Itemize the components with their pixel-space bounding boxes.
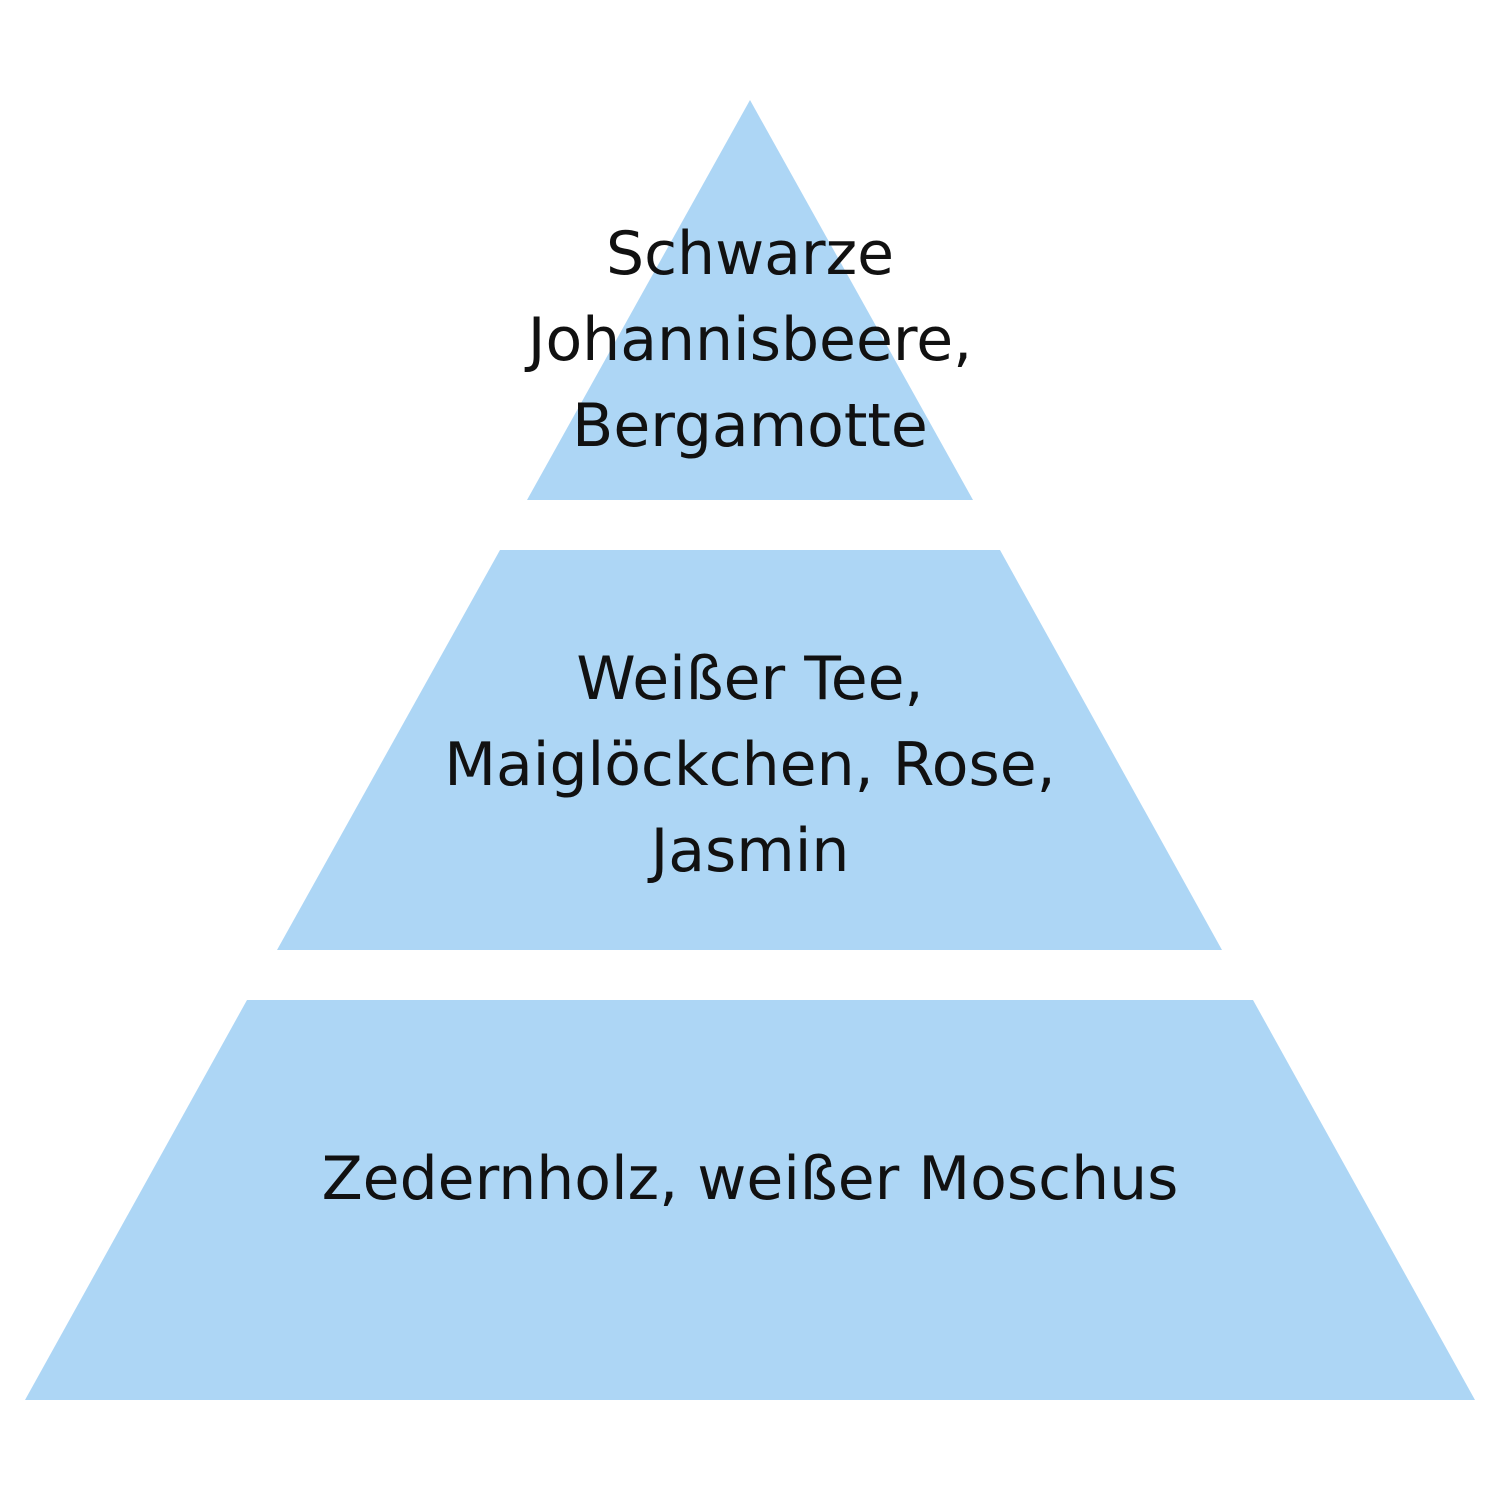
tier-middle-line-2: Maiglöckchen, Rose, — [444, 730, 1056, 800]
tier-bottom-line-1: Zedernholz, weißer Moschus — [321, 1144, 1179, 1214]
tier-top-line-2: Johannisbeere, — [527, 305, 973, 375]
tier-middle-label: Weißer Tee, Maiglöckchen, Rose, Jasmin — [0, 636, 1500, 894]
tier-top-label: Schwarze Johannisbeere, Bergamotte — [0, 211, 1500, 469]
pyramid-tier-middle-shape — [277, 550, 1222, 950]
pyramid-tier-top-shape — [527, 100, 973, 500]
pyramid-tier-bottom-shape — [25, 1000, 1475, 1400]
tier-top-line-1: Schwarze — [605, 219, 895, 289]
tier-middle-line-3: Jasmin — [650, 816, 850, 886]
tier-top-line-3: Bergamotte — [572, 391, 928, 461]
tier-middle-line-1: Weißer Tee, — [576, 644, 924, 714]
tier-bottom-label: Zedernholz, weißer Moschus — [0, 1136, 1500, 1222]
